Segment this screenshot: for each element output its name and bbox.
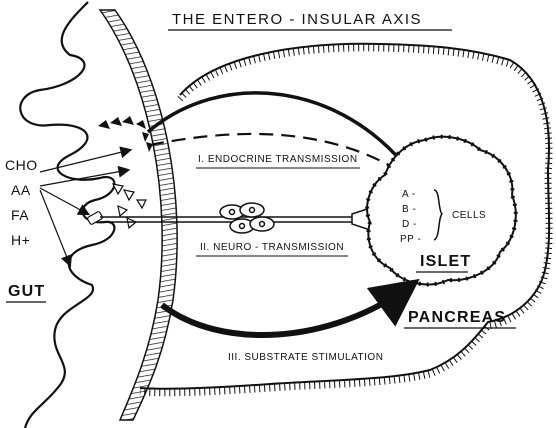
gut-wall [100,10,177,420]
nutrient-fa: FA [11,207,29,223]
endocrine-transmission-label: I. ENDOCRINE TRANSMISSION [198,154,358,165]
cell-type-b: B - [402,204,416,215]
ganglion-cells [220,203,274,233]
diagram-title: THE ENTERO - INSULAR AXIS [172,11,422,28]
nutrient-h-plus: H+ [11,232,30,248]
substrate-stimulation-label: III. SUBSTRATE STIMULATION [228,352,383,363]
cells-label: CELLS [452,210,486,221]
cell-type-pp: PP - [400,234,421,245]
pancreas-label: PANCREAS [408,309,506,326]
substrate-arrow [162,286,410,335]
neuro-transmission-label: II. NEURO - TRANSMISSION [200,242,344,253]
nutrient-aa: AA [11,182,31,198]
cell-type-d: D - [402,219,417,230]
nutrient-cho: CHO [5,157,38,173]
cell-type-a: A - [402,189,416,200]
gut-label: GUT [8,283,45,300]
islet-label: ISLET [420,253,471,270]
endocrine-cells [98,116,153,152]
